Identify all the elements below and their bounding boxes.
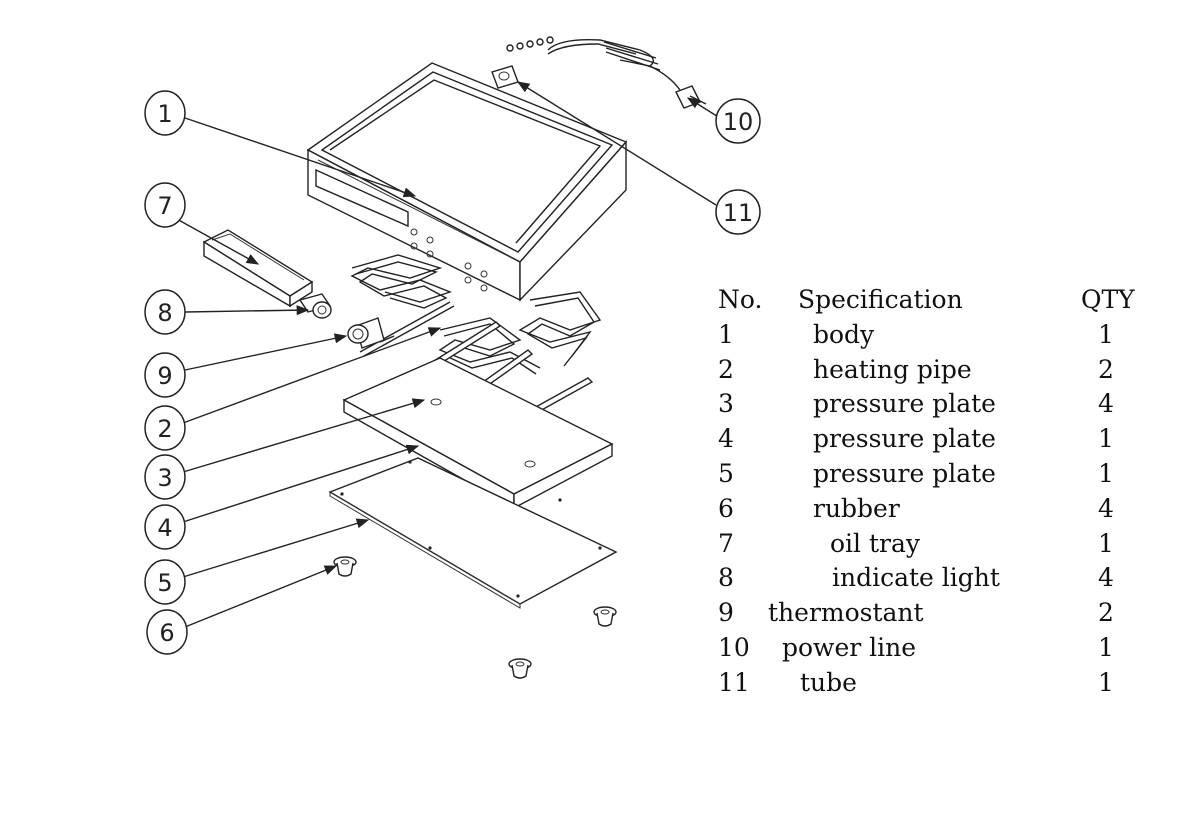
- svg-text:9: 9: [157, 362, 172, 390]
- svg-text:6: 6: [159, 619, 174, 647]
- row-spec: power line: [782, 632, 917, 662]
- svg-text:4: 4: [157, 514, 172, 542]
- svg-text:8: 8: [157, 299, 172, 327]
- row-no: 4: [718, 424, 734, 454]
- indicate-light-part: [298, 293, 332, 319]
- row-no: 11: [718, 667, 750, 697]
- callout-3: 3: [144, 454, 186, 500]
- oil-tray-part: [202, 229, 314, 308]
- header-specification: Specification: [798, 285, 963, 314]
- table-row: 3 pressure plate 4: [718, 387, 1158, 422]
- row-no: 1: [718, 319, 734, 349]
- row-no: 7: [718, 528, 734, 558]
- row-qty: 2: [1098, 354, 1114, 384]
- svg-text:10: 10: [723, 108, 754, 136]
- row-qty: 1: [1098, 528, 1114, 558]
- callout-1: 1: [144, 90, 186, 136]
- row-spec: body: [813, 319, 875, 349]
- rubber-feet: [333, 556, 617, 679]
- table-row: 9 thermostant 2: [718, 596, 1158, 631]
- thermostat-part: [347, 317, 395, 349]
- row-no: 3: [718, 389, 734, 419]
- row-qty: 1: [1098, 458, 1114, 488]
- table-row: 8 indicate light 4: [718, 561, 1158, 596]
- svg-text:3: 3: [157, 464, 172, 492]
- leader-lines: [174, 81, 721, 628]
- callout-10: 10: [715, 98, 761, 144]
- callout-7: 7: [144, 182, 186, 228]
- callout-2: 2: [144, 405, 186, 451]
- row-qty: 1: [1098, 319, 1114, 349]
- row-spec: oil tray: [830, 528, 921, 558]
- row-no: 10: [718, 632, 750, 662]
- table-row: 10 power line 1: [718, 631, 1158, 666]
- row-qty: 4: [1098, 493, 1114, 523]
- table-header-row: No. Specification QTY: [718, 283, 1158, 318]
- row-no: 9: [718, 598, 734, 628]
- table-row: 11 tube 1: [718, 666, 1158, 701]
- pressure-plate-tray: [342, 357, 614, 510]
- row-qty: 1: [1098, 667, 1114, 697]
- callout-6: 6: [146, 609, 188, 655]
- svg-text:11: 11: [723, 199, 754, 227]
- svg-text:1: 1: [157, 100, 172, 128]
- row-qty: 2: [1098, 598, 1114, 628]
- exploded-assembly-diagram: 1 2 3 4 5 6 7 8 9 10 11: [144, 36, 761, 679]
- row-spec: heating pipe: [813, 354, 972, 384]
- power-line-part: [506, 36, 707, 109]
- row-spec: thermostant: [768, 598, 924, 628]
- row-spec: pressure plate: [813, 458, 996, 488]
- table-row: 4 pressure plate 1: [718, 422, 1158, 457]
- row-no: 5: [718, 458, 734, 488]
- header-qty: QTY: [1081, 285, 1135, 314]
- callout-4: 4: [144, 504, 186, 550]
- svg-text:5: 5: [157, 569, 172, 597]
- row-qty: 4: [1098, 563, 1114, 593]
- row-spec: indicate light: [832, 563, 1000, 593]
- row-qty: 4: [1098, 389, 1114, 419]
- row-spec: rubber: [813, 493, 900, 523]
- row-qty: 1: [1098, 424, 1114, 454]
- svg-text:7: 7: [157, 192, 172, 220]
- tube-part: [491, 65, 519, 89]
- table-row: 1 body 1: [718, 318, 1158, 353]
- row-no: 2: [718, 354, 734, 384]
- row-spec: pressure plate: [813, 389, 996, 419]
- row-spec: pressure plate: [813, 424, 996, 454]
- table-row: 6 rubber 4: [718, 492, 1158, 527]
- row-no: 6: [718, 493, 734, 523]
- table-row: 7 oil tray 1: [718, 527, 1158, 562]
- callout-9: 9: [144, 352, 186, 398]
- pressure-plate-bottom: [328, 457, 618, 609]
- callout-8: 8: [144, 289, 186, 335]
- body-part: [306, 62, 628, 302]
- svg-text:2: 2: [157, 415, 172, 443]
- table-row: 5 pressure plate 1: [718, 457, 1158, 492]
- table-row: 2 heating pipe 2: [718, 353, 1158, 388]
- row-no: 8: [718, 563, 734, 593]
- row-spec: tube: [800, 667, 857, 697]
- header-no: No.: [718, 285, 763, 314]
- parts-table: No. Specification QTY 1 body 1 2 heating…: [718, 283, 1158, 701]
- row-qty: 1: [1098, 632, 1114, 662]
- callout-11: 11: [715, 189, 761, 235]
- callout-5: 5: [144, 559, 186, 605]
